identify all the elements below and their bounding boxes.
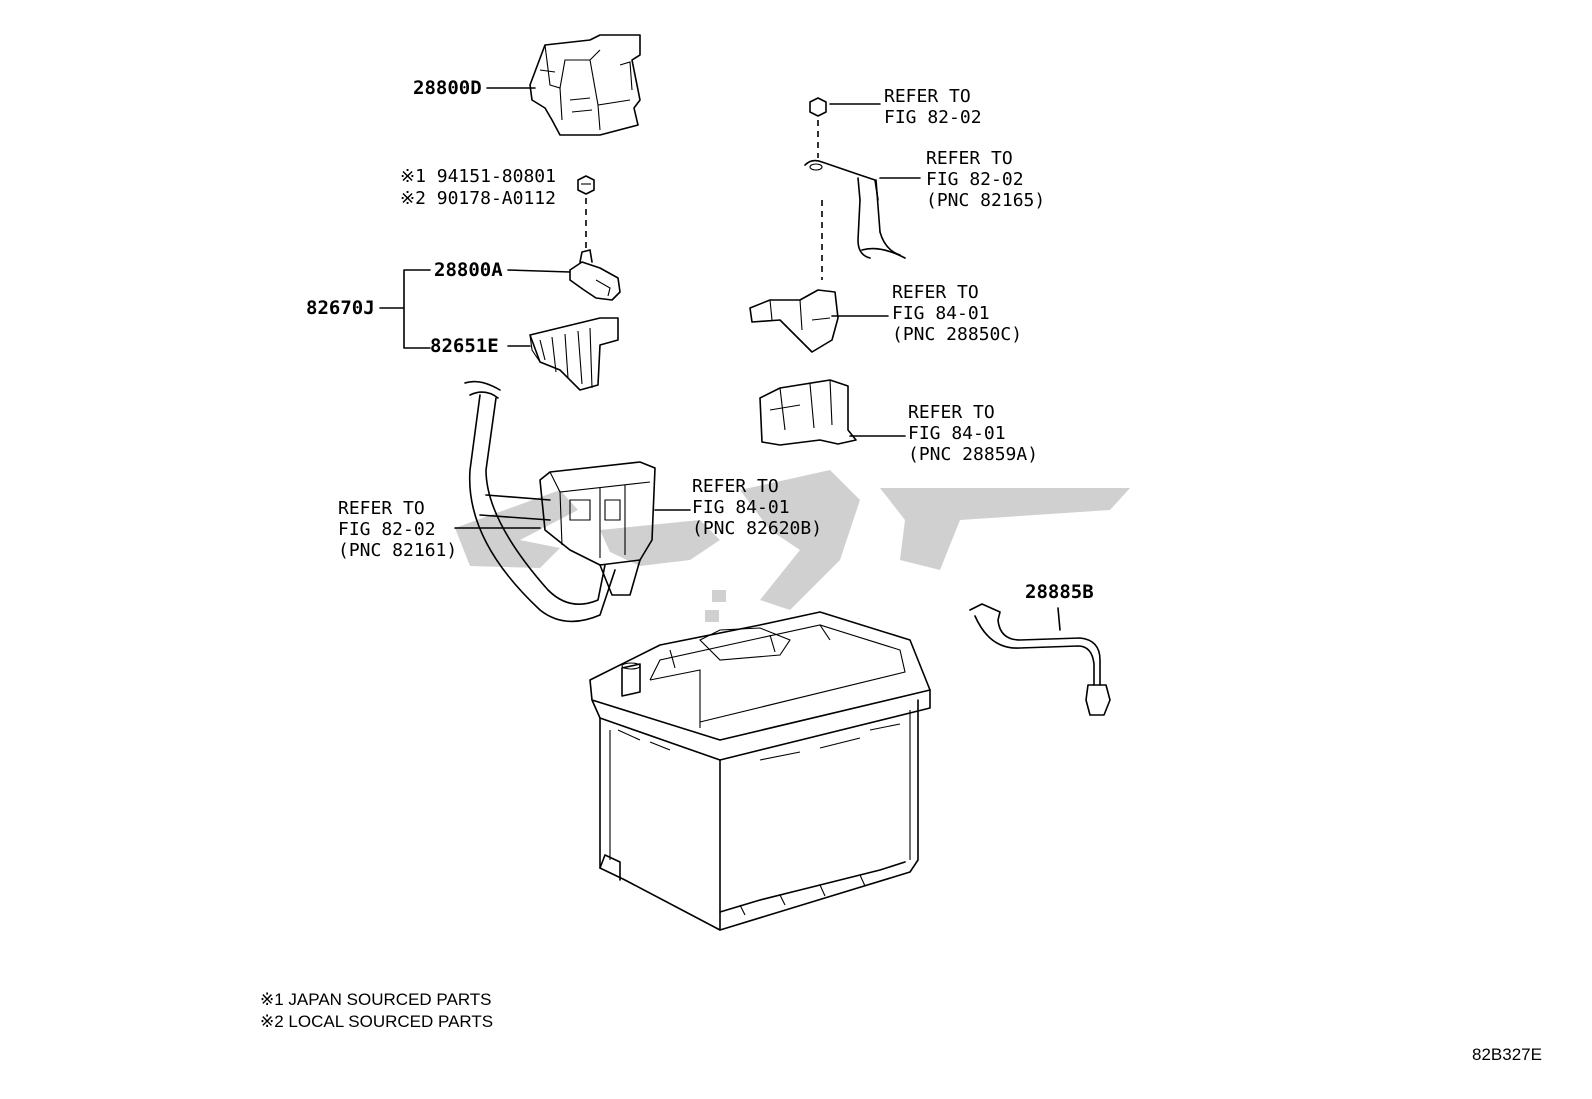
label-bolt-japan: ※1 94151-80801 (400, 166, 556, 187)
watermark-logo (455, 470, 1130, 622)
bracket-82670J (379, 269, 431, 349)
nut-strap-part (804, 97, 921, 280)
battery-part (589, 611, 931, 931)
figure-code: 82B327E (1472, 1045, 1542, 1064)
label-82670J: 82670J (306, 297, 375, 319)
cover-28800D-part (486, 34, 641, 136)
cover-28859A-part (759, 379, 906, 446)
terminal-28800A-part (507, 249, 621, 301)
label-28800A: 28800A (434, 259, 503, 281)
cable-fusebox-part (454, 380, 691, 623)
footnote-japan-sourced: ※1 JAPAN SOURCED PARTS (260, 990, 492, 1009)
sensor-28885B-part (969, 603, 1111, 716)
footnote-local-sourced: ※2 LOCAL SOURCED PARTS (260, 1012, 494, 1031)
label-82651E: 82651E (430, 335, 499, 357)
clamp-82651E-part (507, 317, 619, 391)
label-28800D: 28800D (413, 77, 482, 99)
sensor-28850C-part (749, 289, 889, 353)
nut-94151-part (577, 175, 595, 250)
label-bolt-local: ※2 90178-A0112 (400, 188, 556, 209)
label-28885B: 28885B (1025, 581, 1094, 603)
